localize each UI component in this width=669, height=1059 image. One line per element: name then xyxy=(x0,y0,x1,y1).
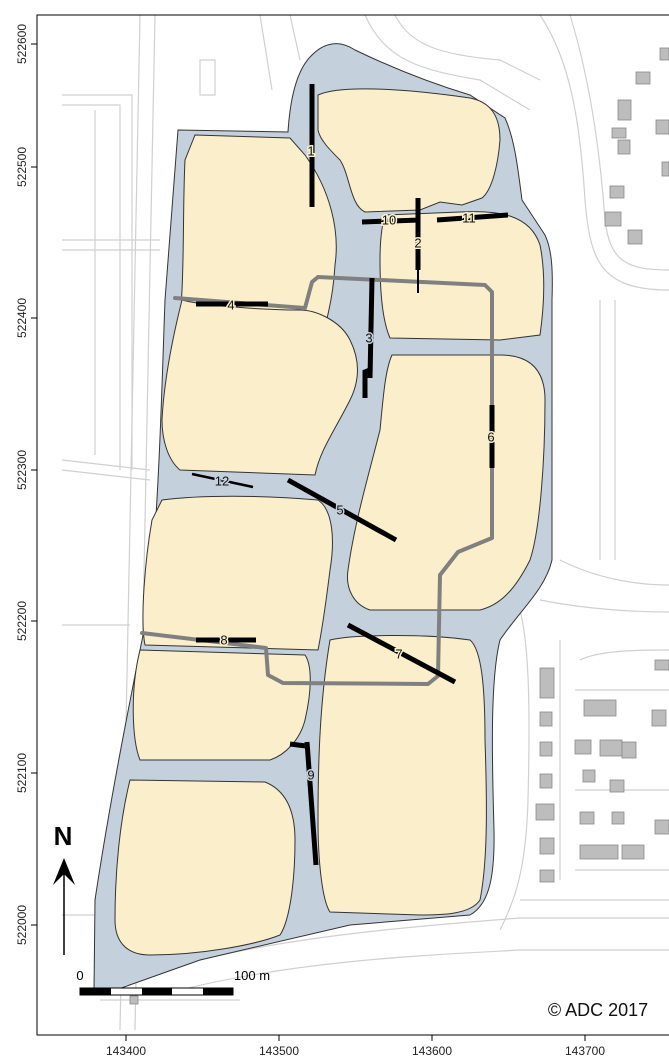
trench-5 xyxy=(286,477,398,543)
y-tick-522400: 522400 xyxy=(15,298,29,338)
trench-10 xyxy=(361,217,421,225)
buildings xyxy=(129,47,669,1005)
trench-label-8: 8 xyxy=(220,632,227,647)
trench-7 xyxy=(346,622,457,685)
background-roads xyxy=(61,14,669,1031)
field-parcel-d xyxy=(379,211,545,341)
trench-label-11: 11 xyxy=(462,210,476,225)
trench-9-hook xyxy=(289,741,307,749)
copyright-text: © ADC 2017 xyxy=(548,1000,648,1020)
north-label: N xyxy=(54,821,73,851)
scale-bar: 0 100 m xyxy=(76,968,270,996)
trench-label-1: 1 xyxy=(307,143,314,158)
y-tick-522200: 522200 xyxy=(15,601,29,641)
x-tick-143600: 143600 xyxy=(412,1044,452,1058)
trench-label-5: 5 xyxy=(336,502,343,517)
y-axis xyxy=(31,43,37,926)
field-parcel-g xyxy=(132,649,311,761)
field-parcel-c xyxy=(161,299,358,476)
y-tick-522000: 522000 xyxy=(15,905,29,945)
trench-12 xyxy=(191,472,254,489)
trench-label-12: 12 xyxy=(215,473,229,488)
field-parcel-e xyxy=(346,354,546,611)
scale-end-label: 100 m xyxy=(234,968,270,983)
x-axis xyxy=(125,1035,586,1041)
y-tick-522100: 522100 xyxy=(15,753,29,793)
trench-label-10: 10 xyxy=(382,212,396,227)
trench-3 xyxy=(367,277,375,379)
trenches xyxy=(191,84,509,866)
map-frame xyxy=(36,14,669,1036)
field-parcel-a xyxy=(317,88,501,213)
trench-11 xyxy=(436,212,509,223)
trench-label-2: 2 xyxy=(414,235,421,250)
trench-label-4: 4 xyxy=(227,297,234,312)
trench-label-9: 9 xyxy=(307,767,314,782)
y-tick-522600: 522600 xyxy=(15,24,29,64)
x-tick-143700: 143700 xyxy=(565,1044,605,1058)
field-parcel-f xyxy=(142,495,333,651)
x-tick-143400: 143400 xyxy=(106,1044,146,1058)
trench-label-3: 3 xyxy=(365,330,372,345)
north-arrow: N xyxy=(53,821,75,955)
trench-3-end xyxy=(362,367,371,398)
y-tick-522300: 522300 xyxy=(15,450,29,490)
field-parcel-i xyxy=(114,779,296,956)
trench-9 xyxy=(304,741,319,866)
trench-label-7: 7 xyxy=(395,646,402,661)
field-parcel-h xyxy=(317,635,487,916)
scale-start-label: 0 xyxy=(76,968,83,983)
trench-label-6: 6 xyxy=(487,429,494,444)
x-tick-143500: 143500 xyxy=(259,1044,299,1058)
y-tick-522500: 522500 xyxy=(15,147,29,187)
trench-labels: 1 2 3 4 5 6 7 8 9 10 11 12 xyxy=(213,142,496,784)
grey-paths xyxy=(140,275,494,686)
north-arrow-head-icon xyxy=(53,858,75,885)
field-parcels xyxy=(114,88,546,956)
